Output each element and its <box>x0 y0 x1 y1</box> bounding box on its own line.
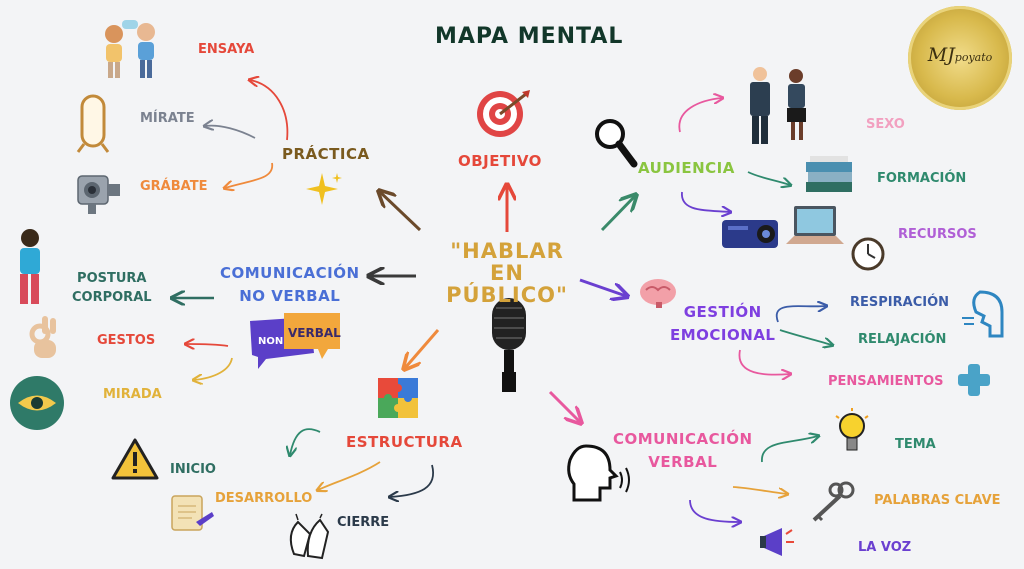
eye-icon <box>10 376 64 430</box>
scroll-icon <box>171 495 214 531</box>
arrow-voz <box>689 499 740 522</box>
leaf-recursos: RECURSOS <box>898 227 977 242</box>
branch-audiencia: AUDIENCIA <box>638 159 735 177</box>
arrow-ensaya <box>250 80 289 141</box>
laptop-icon <box>786 206 844 244</box>
leaf-formacion: FORMACIÓN <box>877 171 967 186</box>
arrow-to-estructura <box>405 329 440 368</box>
branch-estructura: ESTRUCTURA <box>346 433 463 451</box>
microphone-icon <box>492 298 526 392</box>
branch-objetivo: OBJETIVO <box>458 152 542 170</box>
leaf-mirate: MÍRATE <box>140 111 195 126</box>
breathing-face-icon <box>962 290 1004 338</box>
arrow-tema <box>761 436 818 463</box>
arrow-desarrollo <box>318 461 381 490</box>
business-people-icon <box>750 67 806 144</box>
arrow-gestos <box>186 344 229 346</box>
central-topic: "HABLAR EN PÚBLICO" <box>437 240 577 306</box>
arrow-formacion <box>747 171 790 185</box>
branch-practica: PRÁCTICA <box>282 145 370 163</box>
ok-hand-icon <box>29 316 56 358</box>
branch-verbal-line2: VERBAL <box>648 452 718 471</box>
arrow-to-verbal <box>548 390 580 422</box>
keys-icon <box>812 481 855 522</box>
arrow-pensamientos <box>738 349 790 375</box>
branch-gestion-line2: EMOCIONAL <box>670 325 776 344</box>
lightbulb-icon <box>835 408 869 451</box>
leaf-postura-line1: POSTURA <box>77 271 147 286</box>
megaphone-icon <box>760 528 794 556</box>
non-label: NON <box>258 336 283 347</box>
camera-icon <box>77 175 120 214</box>
branch-comunicacion-no-verbal: COMUNICACIÓN NO VERBAL <box>220 265 360 304</box>
leaf-postura-line2: CORPORAL <box>72 290 152 306</box>
branch-no-verbal-line2: NO VERBAL <box>239 286 341 305</box>
sparkle-icon <box>306 173 342 205</box>
arrow-mirate <box>205 126 256 139</box>
clapping-icon <box>289 513 330 560</box>
projector-icon <box>722 220 778 248</box>
plus-icon <box>958 364 990 396</box>
leaf-gestos: GESTOS <box>97 333 156 348</box>
speaking-head-icon <box>567 444 630 502</box>
leaf-respiracion: RESPIRACIÓN <box>850 295 949 310</box>
leaf-ensaya: ENSAYA <box>198 42 255 57</box>
arrow-inicio <box>290 428 321 455</box>
arrow-to-audiencia <box>600 196 635 232</box>
branch-comunicacion-verbal: COMUNICACIÓN VERBAL <box>613 431 753 470</box>
leaf-cierre: CIERRE <box>337 515 390 530</box>
arrow-palabras <box>732 486 787 494</box>
arrow-recursos <box>681 191 730 212</box>
leaf-sexo: SEXO <box>866 117 905 132</box>
person-standing-icon <box>20 229 40 304</box>
leaf-grabate: GRÁBATE <box>140 179 208 194</box>
leaf-tema: TEMA <box>895 437 936 452</box>
logo-text: MJpoyato <box>908 44 1012 66</box>
branch-verbal-line1: COMUNICACIÓN <box>613 430 753 448</box>
arrow-respiracion <box>775 306 826 323</box>
arrow-to-practica <box>380 192 422 232</box>
brand-logo: MJpoyato <box>908 6 1012 110</box>
logo-main: MJ <box>927 44 955 66</box>
non-verbal-badge-icon: NON VERBAL <box>250 313 341 369</box>
central-topic-line1: "HABLAR EN <box>450 239 564 286</box>
magnifier-icon <box>595 119 638 168</box>
arrow-mirada <box>194 357 233 380</box>
brain-icon <box>640 279 676 308</box>
mirror-icon <box>76 94 110 153</box>
couple-talking-icon <box>105 20 155 78</box>
verbal-label: VERBAL <box>288 326 341 340</box>
leaf-inicio: INICIO <box>170 462 216 477</box>
puzzle-icon <box>378 378 418 418</box>
books-icon <box>806 156 852 192</box>
leaf-relajacion: RELAJACIÓN <box>858 332 947 347</box>
arrow-sexo <box>678 98 722 133</box>
leaf-la-voz: LA VOZ <box>858 540 912 555</box>
warning-icon <box>111 438 159 480</box>
clock-icon <box>851 237 885 271</box>
arrow-relajacion <box>779 329 832 345</box>
secondary-arrows <box>173 80 832 522</box>
branch-gestion-line1: GESTIÓN <box>683 303 762 321</box>
leaf-pensamientos: PENSAMIENTOS <box>828 374 944 389</box>
branch-gestion-emocional: GESTIÓN EMOCIONAL <box>670 304 776 343</box>
logo-sub: poyato <box>954 51 993 64</box>
leaf-palabras-clave: PALABRAS CLAVE <box>874 493 1001 508</box>
leaf-mirada: MIRADA <box>103 387 162 402</box>
target-icon <box>477 90 530 137</box>
branch-no-verbal-line1: COMUNICACIÓN <box>220 264 360 282</box>
arrow-to-gestion <box>579 278 626 296</box>
arrow-grabate <box>225 162 273 188</box>
arrow-cierre <box>390 464 435 497</box>
leaf-desarrollo: DESARROLLO <box>215 491 313 506</box>
leaf-postura-corporal: POSTURA CORPORAL <box>72 271 152 306</box>
page-title: MAPA MENTAL <box>435 24 624 49</box>
main-arrows <box>370 186 635 422</box>
central-topic-line2: PÚBLICO" <box>446 283 568 308</box>
